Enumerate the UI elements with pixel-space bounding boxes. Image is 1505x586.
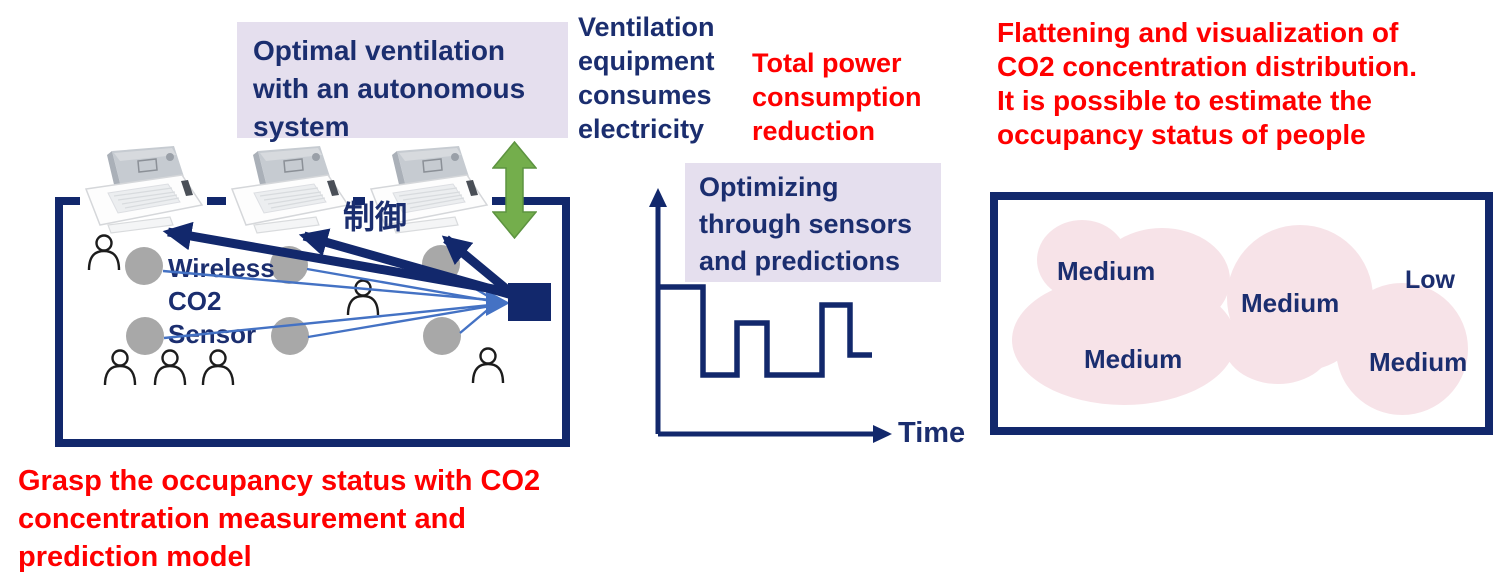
- note-line: electricity: [578, 114, 705, 144]
- co2-region-blob: [1012, 275, 1236, 405]
- region-label-medium: Medium: [1369, 347, 1468, 377]
- caption-line: prediction model: [18, 541, 252, 573]
- co2-region-blob: [1223, 300, 1333, 384]
- co2-region-blobs: [1012, 220, 1468, 415]
- green-double-arrow-icon: [492, 141, 537, 239]
- note-total-power-reduction: Total power consumption reduction: [752, 46, 922, 148]
- co2-sensor-dot: [423, 317, 461, 355]
- x-axis-label: Time: [898, 417, 966, 449]
- heading-line: Flattening and visualization of: [997, 17, 1399, 48]
- co2-sensor-dot: [125, 247, 163, 285]
- note-line: reduction: [752, 116, 876, 146]
- callout-line: through sensors: [699, 209, 913, 239]
- callout-line: system: [253, 111, 350, 142]
- ac-unit-2: [226, 143, 353, 235]
- wireless-co2-sensor-label: Wireless CO2 Sensor: [168, 252, 275, 351]
- caption-grasp-occupancy: Grasp the occupancy status with CO2 conc…: [18, 462, 540, 576]
- region-label-medium: Medium: [1057, 256, 1156, 286]
- ac-unit-1: [80, 143, 207, 235]
- caption-line: Grasp the occupancy status with CO2: [18, 465, 541, 497]
- sensor-label-line: CO2: [168, 286, 222, 316]
- note-ventilation-consumes: Ventilation equipment consumes electrici…: [578, 10, 715, 146]
- x-axis-arrowhead: [873, 425, 892, 443]
- co2-region-blob: [1336, 283, 1468, 415]
- control-kanji-label: 制御: [343, 199, 408, 235]
- heading-flattening-visualization: Flattening and visualization of CO2 conc…: [997, 16, 1417, 152]
- pink-co2-regions: [1012, 220, 1468, 415]
- callout-line: Optimal ventilation: [253, 35, 506, 66]
- y-axis-arrowhead: [649, 188, 667, 207]
- callout-line: and predictions: [699, 246, 901, 276]
- callout-line: with an autonomous: [253, 73, 526, 104]
- region-label-medium: Medium: [1241, 288, 1340, 318]
- region-label-medium: Medium: [1084, 344, 1183, 374]
- co2-sensor-dot: [126, 317, 164, 355]
- note-line: equipment: [578, 46, 715, 76]
- callout-optimizing-sensors: Optimizing through sensors and predictio…: [685, 163, 941, 282]
- note-line: consumption: [752, 82, 922, 112]
- region-label-low: Low: [1405, 266, 1455, 294]
- note-line: Total power: [752, 48, 902, 78]
- co2-sensor-dot: [271, 317, 309, 355]
- heading-line: occupancy status of people: [997, 119, 1366, 150]
- step-line-series: [658, 284, 872, 378]
- sensor-label-line: Sensor: [168, 319, 257, 349]
- ac-unit-3: [365, 143, 492, 235]
- callout-optimal-ventilation: Optimal ventilation with an autonomous s…: [237, 22, 568, 142]
- callout-line: Optimizing: [699, 172, 839, 202]
- co2-sensor-dot: [270, 246, 308, 284]
- heading-line: It is possible to estimate the: [997, 85, 1372, 116]
- heading-line: CO2 concentration distribution.: [997, 51, 1418, 82]
- power-time-step-chart: [649, 188, 892, 443]
- sensor-label-line: Wireless: [168, 253, 275, 283]
- co2-distribution-box: [990, 192, 1493, 435]
- note-line: Ventilation: [578, 12, 715, 42]
- co2-sensor-dot: [422, 245, 460, 283]
- caption-line: concentration measurement and: [18, 503, 466, 535]
- note-line: consumes: [578, 80, 712, 110]
